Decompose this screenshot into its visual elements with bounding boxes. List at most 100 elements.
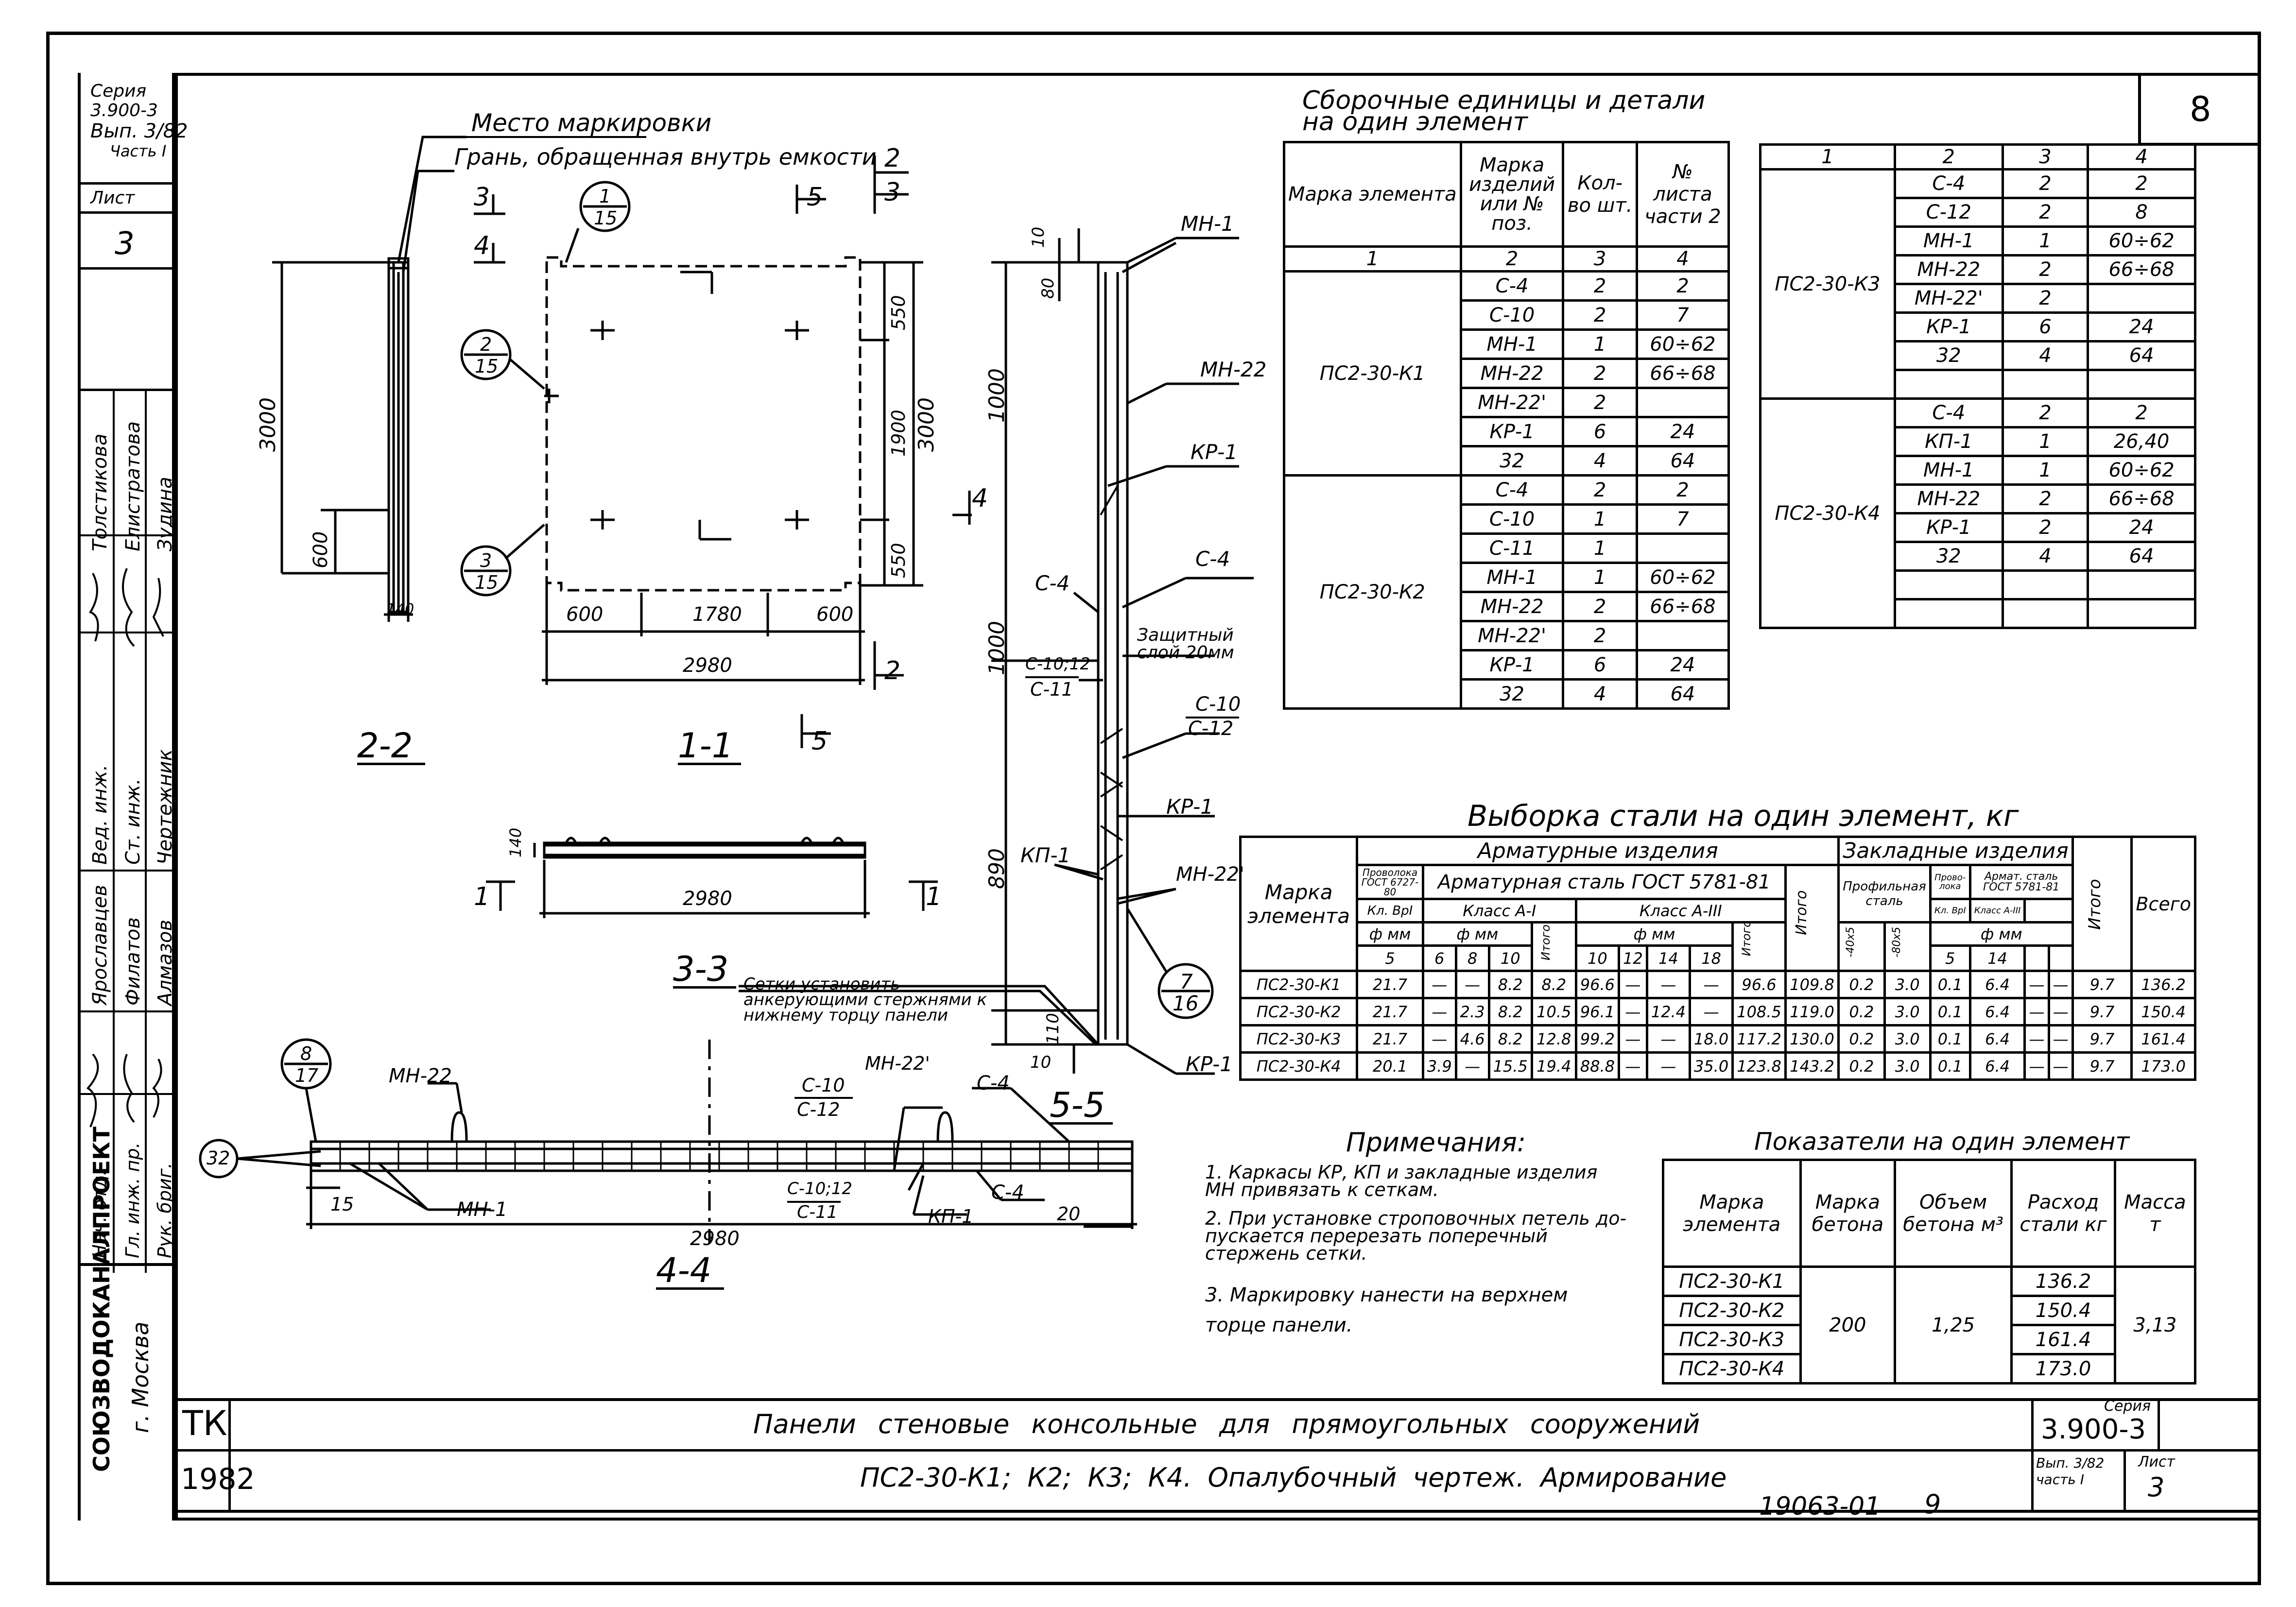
ind-steel-3: 161.4 [2010,1324,2116,1355]
asm-cell: 32 [1893,340,2004,371]
dim-2980-a: 2980 [683,654,732,677]
asm-cell [1635,532,1730,564]
asm-cell: 1 [1562,532,1638,564]
tb-series: 3.900-3 [2041,1414,2146,1445]
asm-cell: 2 [1562,591,1638,622]
ind-mark-4: ПС2-30-К4 [1662,1353,1802,1385]
titleblock-bottom-line [175,1510,2261,1513]
asm-cell [2001,369,2089,400]
label-c4-55a: С-4 [1195,547,1230,571]
ind-h-concrete: Марка бетона [1799,1159,1896,1268]
asm-cell: 2 [1562,620,1638,651]
section-1-1: 1-1 [678,726,734,766]
steel-cell: 96.6 [1731,970,1787,999]
steel-cell: 6.4 [1968,997,2026,1026]
asm-mark: ПС2-30-К4 [1759,397,1896,629]
stamp-sheet-num: 3 [115,226,135,262]
steel-cell: 8.2 [1530,970,1577,999]
asm-cell: МН-1 [1893,225,2004,256]
steel-cell: — [2047,1024,2074,1054]
ind-concrete: 200 [1799,1265,1896,1385]
section-3-3: 3-3 [673,949,729,989]
steel-cell: — [1617,1024,1648,1054]
steel-h-class-vr: Кл. ВрI [1356,898,1424,923]
steel-cell: — [2047,997,2074,1026]
asm-colnum: 3 [2001,143,2089,171]
steel-cell: 96.1 [1574,997,1620,1026]
steel-cell: — [2047,1051,2074,1081]
label-c10-12-55: С-10;12 [1025,654,1090,674]
steel-row-mark: ПС2-30-К4 [1239,1051,1359,1081]
cut-5-top: 5 [807,183,823,212]
label-c10-55: С-10 [1195,693,1241,716]
section-2-2: 2-2 [357,726,413,766]
asm-cell: 4 [2001,340,2089,371]
asm-cell: 2 [2001,197,2089,228]
titleblock-div2 [2031,1398,2034,1510]
asm-cell [1893,598,2004,629]
asm-colnum: 4 [1635,245,1730,273]
label-marking: Место маркировки [471,109,712,137]
titleblock-div5 [2158,1398,2160,1449]
asm-colnum: 2 [1459,245,1565,273]
asm-colnum: 2 [1893,143,2004,171]
label-mn1-44: МН-1 [457,1198,508,1221]
titleblock-top-line [175,1398,2261,1401]
asm-cell: 2 [2001,254,2089,285]
asm-h-item: Марка изделий или № поз. [1459,141,1565,248]
label-c12-55: С-12 [1188,718,1234,740]
label-mn22p-44: МН-22' [865,1053,930,1074]
asm-cell: 64 [1635,445,1730,477]
steel-row-mark: ПС2-30-К1 [1239,970,1359,999]
asm-cell: 2 [1562,358,1638,389]
label-mn22p-55: МН-22' [1176,863,1244,886]
asm-cell: 1 [2001,225,2089,256]
asm-cell: 26,40 [2087,426,2196,457]
tb-sheet: 3 [2148,1472,2165,1503]
dim-600-l: 600 [566,603,604,626]
steel-h-phi: ф мм [1929,921,2074,947]
asm-cell [2001,569,2089,600]
titleblock-div1 [228,1398,231,1510]
ind-h-steel: Расход стали кг [2010,1159,2116,1268]
steel-diam: 14 [1968,944,2026,972]
ind-steel-1: 136.2 [2010,1265,2116,1297]
steel-cell: 9.7 [2071,1051,2133,1081]
steel-cell: 9.7 [2071,1024,2133,1054]
steel-cell: — [2023,1024,2050,1054]
stamp-part: Часть I [110,142,167,160]
steel-cell: — [1421,970,1457,999]
label-protect: Защитный слой 20мм [1137,625,1234,663]
steel-cell: — [1421,1024,1457,1054]
ind-h-mass: Масса т [2113,1159,2197,1268]
dim-1000-b: 1000 [984,621,1009,675]
steel-cell: 18.0 [1688,1024,1734,1054]
cut-3-top: 3 [884,178,901,207]
steel-h-arm-z: Армат. сталь ГОСТ 5781-81 [1968,864,2074,900]
stamp-line3 [81,267,178,270]
steel-h-armsteel: Арматурная сталь ГОСТ 5781-81 [1421,864,1787,900]
asm-cell: 32 [1459,678,1565,710]
steel-h-prov: Прово- лока [1929,864,1971,900]
steel-h-mark: Марка элемента [1239,836,1359,972]
asm-cell [1635,387,1730,418]
steel-cell: 6.4 [1968,1024,2026,1054]
asm-colnum: 1 [1759,143,1896,171]
steel-h-phi: ф мм [1574,921,1734,947]
callout-3-den: 15 [475,572,499,593]
dim-1900: 1900 [888,410,909,457]
steel-cell: 0.1 [1929,1024,1971,1054]
stamp-series-num: 3.900-3 [90,101,158,120]
asm-cell: 64 [2087,541,2196,572]
tb-year: 1982 [181,1462,255,1496]
steel-cell: — [1645,970,1691,999]
frac-line-55a [1025,676,1079,678]
steel-diam: 10 [1487,944,1533,972]
dim-3000-a: 3000 [256,397,280,452]
dim-20: 20 [1057,1203,1081,1225]
steel-h-prof: Профильная сталь [1837,864,1932,923]
note-1: 1. Каркасы КР, КП и закладные изделия МН… [1205,1162,1598,1200]
steel-cell: 150.4 [2130,997,2196,1026]
steel-cell: 6.4 [1968,970,2026,999]
